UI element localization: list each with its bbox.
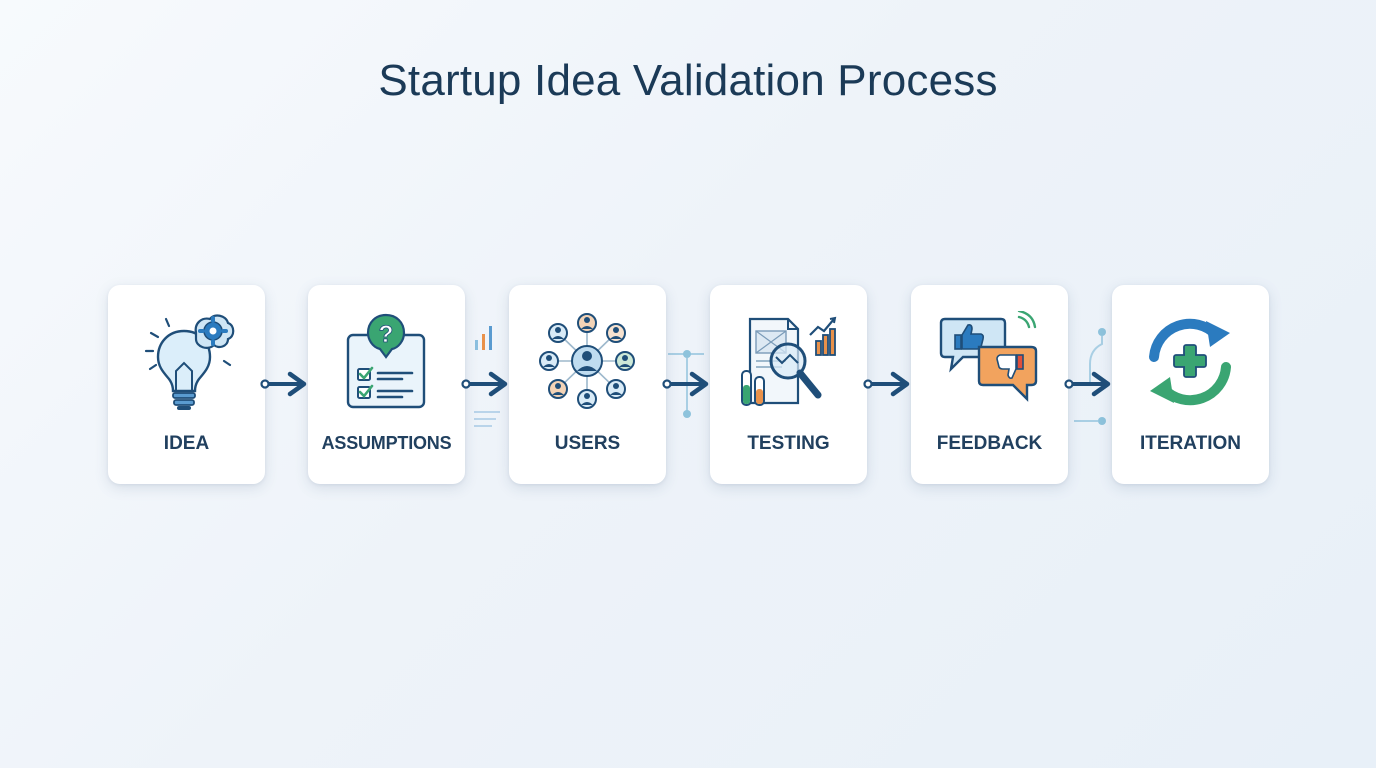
step-label-testing: TESTING [747, 433, 830, 454]
page-title: Startup Idea Validation Process [378, 56, 998, 105]
refresh-plus-icon [1149, 318, 1231, 406]
step-card-iteration: ITERATION [1112, 285, 1269, 484]
step-card-idea: IDEA [108, 285, 265, 484]
checklist-question-icon: ? [346, 313, 426, 409]
step-card-feedback: FEEDBACK [911, 285, 1068, 484]
circuit-decoration [668, 350, 704, 418]
svg-text:?: ? [379, 321, 394, 348]
lightbulb-gear-icon [144, 314, 235, 410]
step-label-idea: IDEA [163, 433, 210, 454]
step-label-users: USERS [554, 433, 621, 454]
flow-arrow [260, 371, 307, 397]
step-label-assumptions: ASSUMPTIONS [321, 433, 452, 453]
step-card-testing: TESTING [710, 285, 867, 484]
lab-magnifier-icon [741, 316, 837, 406]
step-card-users: USERS [509, 285, 666, 484]
flow-arrow [461, 371, 508, 397]
user-network-icon [539, 313, 635, 409]
thumbs-up-down-icon [939, 311, 1038, 402]
circuit-decoration [1074, 328, 1106, 425]
step-label-iteration: ITERATION [1140, 433, 1241, 454]
step-card-assumptions: ? ASSUMPTIONS [308, 285, 465, 484]
flow-arrow [1064, 371, 1111, 397]
bar-chart-decoration [474, 326, 500, 427]
step-label-feedback: FEEDBACK [936, 433, 1043, 454]
flow-arrow [662, 371, 709, 397]
flow-arrow [863, 371, 910, 397]
